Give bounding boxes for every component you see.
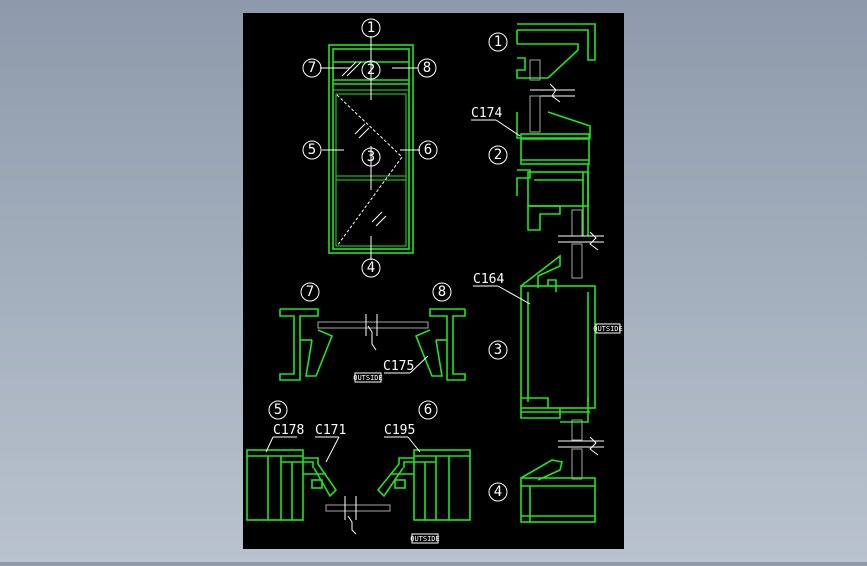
window-elevation — [320, 36, 420, 260]
marker-1: 1 — [488, 32, 508, 52]
svg-text:7: 7 — [306, 284, 314, 300]
callout-c164: C164 — [473, 272, 504, 287]
marker-1: 1 — [361, 18, 381, 38]
outside-tag — [411, 533, 439, 544]
callout-c174: C174 — [471, 106, 502, 121]
marker-7: 7 — [300, 282, 320, 302]
marker-5: 5 — [302, 140, 322, 160]
callout-c178: C178 — [273, 423, 304, 438]
section-7-8 — [279, 308, 466, 381]
outside-label: OUTSIDE — [353, 374, 383, 382]
marker-3: 3 — [488, 340, 508, 360]
svg-text:6: 6 — [424, 402, 432, 418]
marker-7: 7 — [302, 58, 322, 78]
svg-text:8: 8 — [438, 284, 446, 300]
svg-text:2: 2 — [367, 62, 375, 78]
svg-text:1: 1 — [494, 34, 502, 50]
callout-c195: C195 — [384, 423, 415, 438]
outside-tag — [595, 323, 621, 334]
vertical-section — [516, 23, 604, 523]
callout-c175: C175 — [383, 359, 414, 374]
outside-label: OUTSIDE — [410, 535, 440, 543]
svg-text:6: 6 — [424, 142, 432, 158]
svg-text:4: 4 — [494, 484, 502, 500]
section-5-6-annotations: 5 6 C178 C171 C195 OUTSIDE — [265, 400, 440, 544]
section-5-6 — [246, 449, 471, 535]
drawing-sheet — [243, 13, 624, 549]
section-7-8-annotations: 7 8 C175 OUTSIDE — [300, 282, 452, 383]
outside-label: OUTSIDE — [593, 325, 623, 333]
marker-8: 8 — [432, 282, 452, 302]
marker-4: 4 — [488, 482, 508, 502]
marker-6: 6 — [418, 400, 438, 420]
svg-text:7: 7 — [308, 60, 316, 76]
marker-2: 2 — [488, 145, 508, 165]
svg-text:3: 3 — [367, 149, 375, 165]
marker-6: 6 — [418, 140, 438, 160]
marker-4: 4 — [361, 258, 381, 278]
marker-8: 8 — [417, 58, 437, 78]
svg-text:2: 2 — [494, 147, 502, 163]
svg-text:8: 8 — [423, 60, 431, 76]
svg-text:3: 3 — [494, 342, 502, 358]
elevation-markers: 1 2 3 4 5 6 7 8 — [302, 18, 438, 278]
marker-3: 3 — [361, 147, 381, 167]
vertical-section-annotations: 1 2 3 4 C174 C164 OUTSIDE — [471, 32, 623, 502]
svg-text:1: 1 — [367, 20, 375, 36]
svg-text:4: 4 — [367, 260, 375, 276]
marker-2: 2 — [361, 60, 381, 80]
outside-tag — [354, 372, 382, 383]
svg-text:5: 5 — [274, 402, 282, 418]
svg-text:5: 5 — [308, 142, 316, 158]
marker-5: 5 — [268, 400, 288, 420]
callout-c171: C171 — [315, 423, 346, 438]
